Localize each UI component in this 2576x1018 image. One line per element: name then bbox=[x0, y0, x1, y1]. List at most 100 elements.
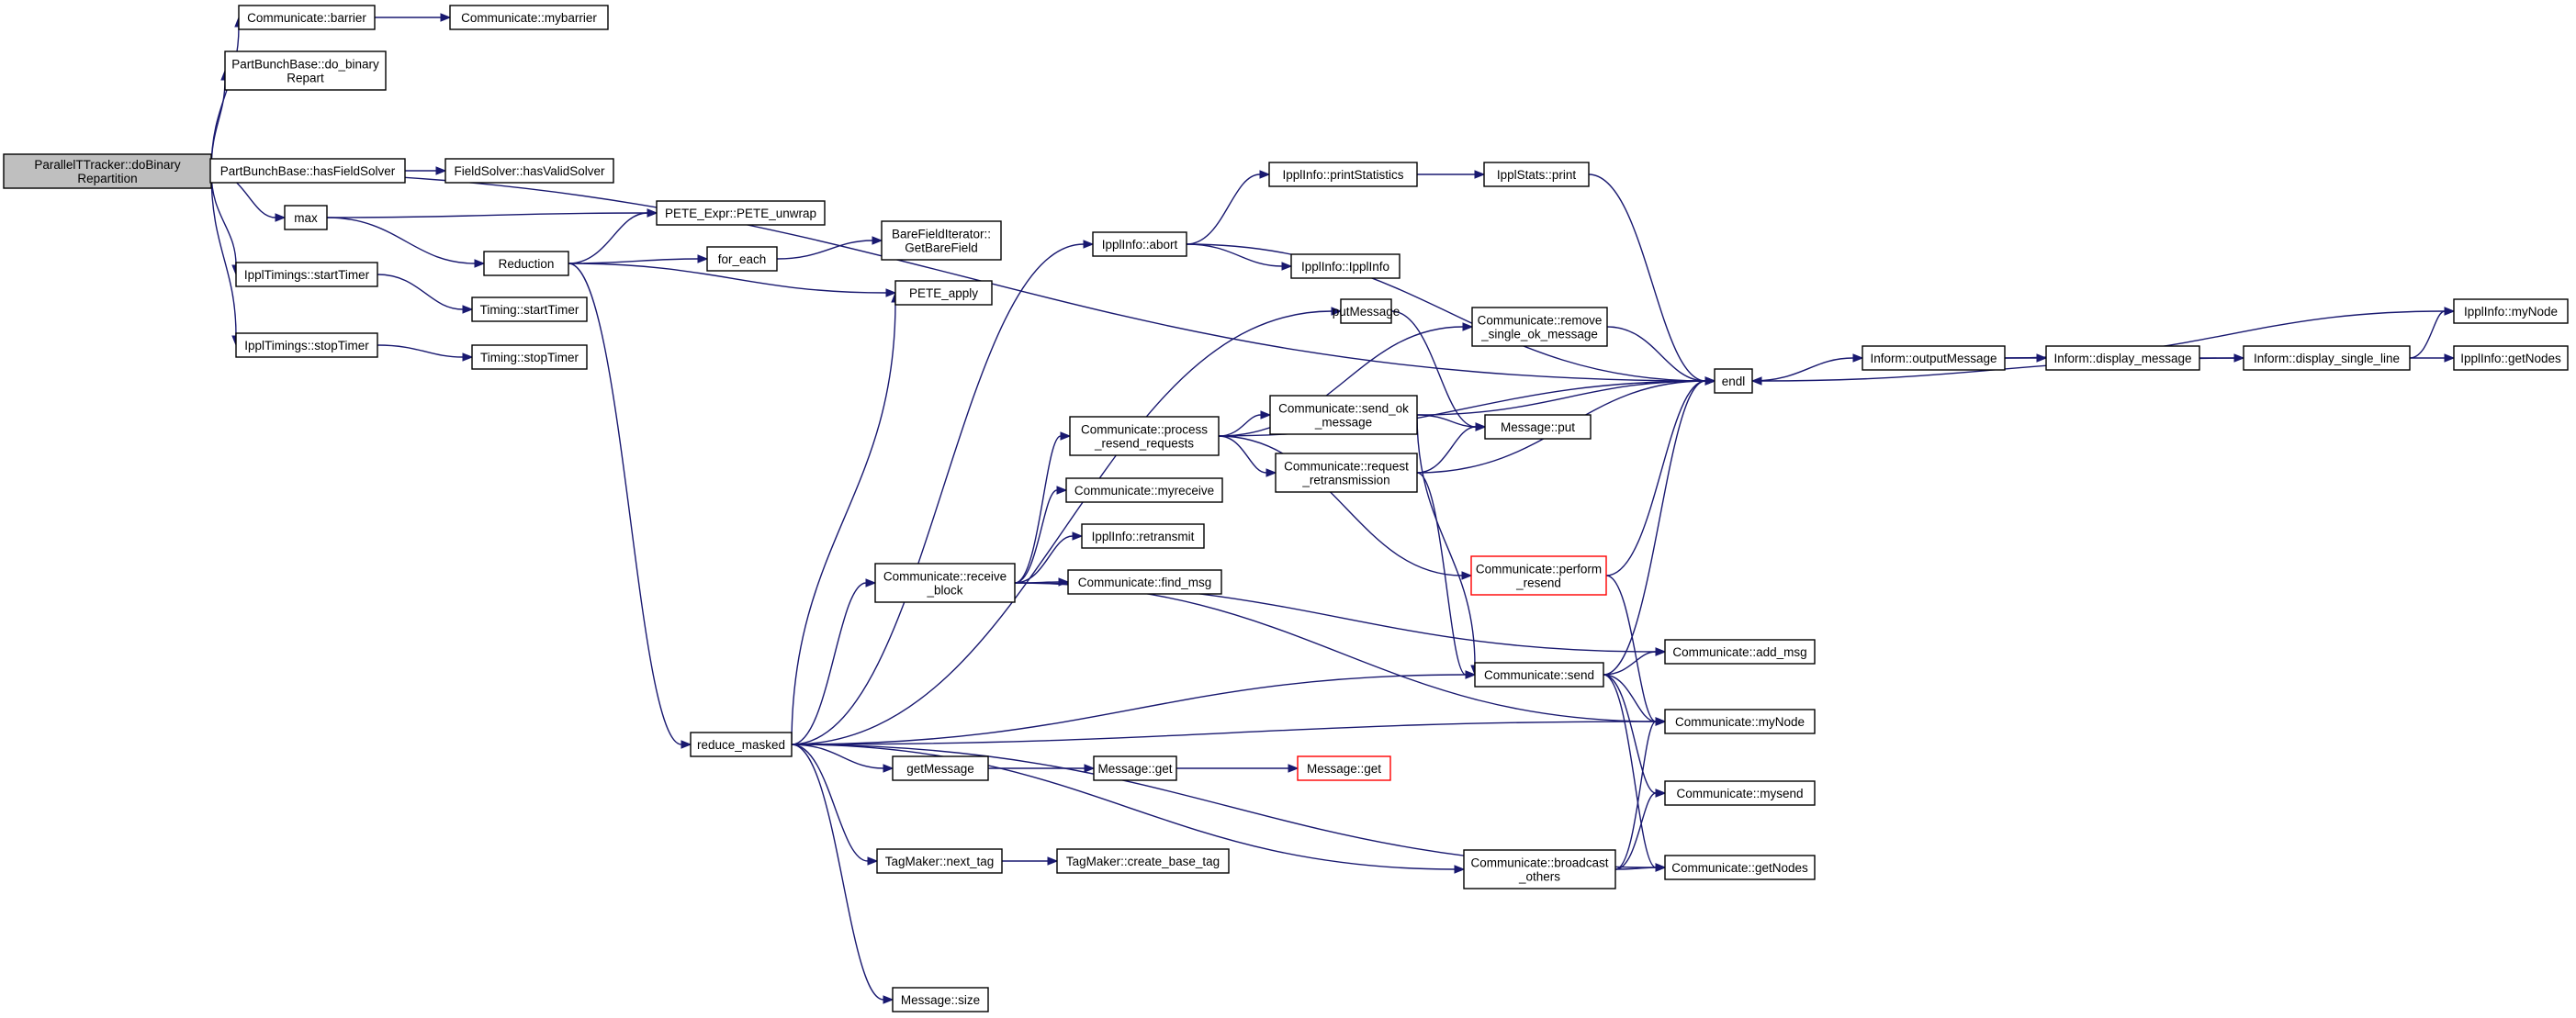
node-reduction[interactable]: Reduction bbox=[483, 251, 569, 276]
call-edge-reduce_masked-to-ippl_abort bbox=[791, 240, 1095, 745]
node-label: Communicate::add_msg bbox=[1672, 645, 1806, 659]
node-label: _block bbox=[926, 584, 962, 598]
node-comm_getnodes[interactable]: Communicate::getNodes bbox=[1664, 855, 1816, 880]
node-label: Communicate::perform bbox=[1476, 563, 1602, 576]
node-pbb_hasfs[interactable]: PartBunchBase::hasFieldSolver bbox=[209, 158, 406, 184]
node-comm_sendok[interactable]: Communicate::send_ok_message bbox=[1269, 395, 1418, 435]
node-tag_create[interactable]: TagMaker::create_base_tag bbox=[1056, 848, 1230, 874]
node-label: Message::get bbox=[1097, 762, 1172, 776]
node-label: GetBareField bbox=[905, 241, 978, 255]
node-comm_mysend[interactable]: Communicate::mysend bbox=[1664, 780, 1816, 806]
node-comm_process[interactable]: Communicate::process_resend_requests bbox=[1069, 416, 1220, 456]
node-label: Communicate::send bbox=[1484, 668, 1594, 682]
node-for_each[interactable]: for_each bbox=[706, 246, 778, 272]
call-edge-ippl_printstats-to-ipplstats_print bbox=[1416, 170, 1486, 179]
node-ippl_retransmit[interactable]: IpplInfo::retransmit bbox=[1081, 523, 1205, 549]
node-ippl_printstats[interactable]: IpplInfo::printStatistics bbox=[1268, 162, 1418, 187]
node-putmessage[interactable]: putMessage bbox=[1333, 298, 1400, 324]
node-msg_get1[interactable]: Message::get bbox=[1093, 755, 1177, 781]
node-reduce_masked[interactable]: reduce_masked bbox=[690, 732, 793, 757]
node-comm_findmsg[interactable]: Communicate::find_msg bbox=[1067, 569, 1222, 595]
node-label: FieldSolver::hasValidSolver bbox=[454, 164, 605, 178]
node-timing_stop[interactable]: Timing::stopTimer bbox=[471, 344, 588, 370]
node-comm_remove[interactable]: Communicate::remove_single_ok_message bbox=[1471, 307, 1608, 347]
node-label: Communicate::mysend bbox=[1676, 787, 1803, 800]
node-label: Communicate::myreceive bbox=[1074, 484, 1214, 498]
node-label: PartBunchBase::do_binary bbox=[231, 58, 379, 72]
node-bfi_get[interactable]: BareFieldIterator::GetBareField bbox=[881, 220, 1002, 261]
node-pete_unwrap[interactable]: PETE_Expr::PETE_unwrap bbox=[656, 200, 826, 226]
node-label: TagMaker::create_base_tag bbox=[1066, 855, 1220, 868]
node-label: BareFieldIterator:: bbox=[892, 228, 991, 241]
node-msg_size[interactable]: Message::size bbox=[892, 987, 989, 1012]
node-ippl_start[interactable]: IpplTimings::startTimer bbox=[235, 262, 378, 287]
call-edge-msg_get1-to-msg_get2 bbox=[1176, 764, 1299, 773]
node-timing_start[interactable]: Timing::startTimer bbox=[471, 296, 588, 322]
node-label: Communicate::barrier bbox=[247, 11, 366, 25]
call-edge-inform_single-to-ippl_getnodes bbox=[2410, 353, 2456, 363]
node-comm_bcast[interactable]: Communicate::broadcast_others bbox=[1463, 849, 1616, 889]
call-edge-tag_next-to-tag_create bbox=[1002, 856, 1059, 866]
node-msg_put[interactable]: Message::put bbox=[1484, 414, 1592, 440]
call-edge-reduce_masked-to-comm_bcast bbox=[791, 744, 1466, 874]
node-comm_perform[interactable]: Communicate::perform_resend bbox=[1470, 555, 1607, 596]
node-inform_display[interactable]: Inform::display_message bbox=[2045, 345, 2200, 371]
node-label: IpplInfo::myNode bbox=[2464, 305, 2558, 319]
node-ipplstats_print[interactable]: IpplStats::print bbox=[1483, 162, 1590, 187]
node-ippl_stop[interactable]: IpplTimings::stopTimer bbox=[235, 332, 378, 358]
call-edge-ippl_stop-to-timing_stop bbox=[377, 344, 474, 362]
node-comm_receive[interactable]: Communicate::receive_block bbox=[874, 563, 1016, 603]
node-ippl_mynode[interactable]: IpplInfo::myNode bbox=[2453, 298, 2569, 324]
node-comm_barrier[interactable]: Communicate::barrier bbox=[238, 5, 376, 30]
node-label: Communicate::find_msg bbox=[1078, 576, 1212, 589]
node-inform_single[interactable]: Inform::display_single_line bbox=[2243, 345, 2411, 371]
node-inform_output[interactable]: Inform::outputMessage bbox=[1862, 345, 2006, 371]
call-edge-comm_receive-to-comm_myreceive bbox=[1014, 486, 1068, 584]
node-endl[interactable]: endl bbox=[1714, 368, 1753, 394]
node-fs_hasvalid[interactable]: FieldSolver::hasValidSolver bbox=[444, 158, 614, 184]
call-edge-comm_process-to-comm_sendok bbox=[1218, 410, 1272, 437]
node-label: Communicate::process bbox=[1081, 423, 1208, 437]
node-tag_next[interactable]: TagMaker::next_tag bbox=[876, 848, 1003, 874]
node-comm_send[interactable]: Communicate::send bbox=[1474, 662, 1604, 688]
node-label: PartBunchBase::hasFieldSolver bbox=[220, 164, 396, 178]
call-edge-comm_perform-to-endl bbox=[1605, 376, 1716, 576]
node-ippl_getnodes[interactable]: IpplInfo::getNodes bbox=[2453, 345, 2569, 371]
node-label: Communicate::remove bbox=[1478, 314, 1603, 328]
function-nodes: ParallelTTracker::doBinaryRepartitionCom… bbox=[3, 5, 2569, 1012]
call-edge-comm_receive-to-ippl_retransmit bbox=[1014, 531, 1084, 584]
call-edge-comm_remove-to-endl bbox=[1606, 326, 1716, 386]
node-label: Communicate::getNodes bbox=[1671, 861, 1808, 875]
node-label: IpplTimings::stopTimer bbox=[244, 339, 369, 352]
node-comm_mybarrier[interactable]: Communicate::mybarrier bbox=[449, 5, 609, 30]
node-max[interactable]: max bbox=[284, 205, 328, 230]
call-edges bbox=[208, 13, 2456, 1004]
call-edge-reduce_masked-to-pete_apply bbox=[791, 291, 900, 745]
node-label: IpplInfo::IpplInfo bbox=[1301, 260, 1389, 274]
node-ippl_abort[interactable]: IpplInfo::abort bbox=[1092, 231, 1187, 257]
node-label: IpplInfo::retransmit bbox=[1092, 530, 1195, 543]
node-label: _others bbox=[1518, 870, 1560, 884]
node-comm_request[interactable]: Communicate::request_retransmission bbox=[1275, 453, 1418, 493]
node-msg_get2[interactable]: Message::get bbox=[1297, 755, 1391, 781]
node-label: Communicate::send_ok bbox=[1278, 402, 1409, 416]
call-edge-ippl_start-to-timing_start bbox=[377, 274, 474, 314]
node-comm_mynode[interactable]: Communicate::myNode bbox=[1664, 709, 1816, 734]
call-edge-comm_bcast-to-comm_mysend bbox=[1614, 789, 1667, 870]
node-label: Repartition bbox=[77, 172, 137, 185]
call-edge-root-to-comm_barrier bbox=[210, 16, 243, 172]
node-label: putMessage bbox=[1333, 305, 1400, 319]
call-edge-comm_process-to-comm_remove bbox=[1218, 322, 1474, 437]
call-edge-comm_sendok-to-comm_send bbox=[1416, 414, 1479, 677]
node-label: Communicate::receive bbox=[883, 570, 1007, 584]
node-pete_apply[interactable]: PETE_apply bbox=[894, 280, 993, 306]
call-edge-pbb_hasfs-to-fs_hasvalid bbox=[405, 166, 447, 175]
node-ippl_ipplinfo[interactable]: IpplInfo::IpplInfo bbox=[1290, 253, 1400, 279]
call-edge-comm_sendok-to-msg_put bbox=[1416, 414, 1487, 431]
node-comm_myreceive[interactable]: Communicate::myreceive bbox=[1065, 477, 1223, 503]
node-comm_addmsg[interactable]: Communicate::add_msg bbox=[1664, 639, 1816, 665]
node-getmessage[interactable]: getMessage bbox=[892, 755, 989, 781]
call-edge-comm_receive-to-comm_process bbox=[1014, 431, 1072, 584]
